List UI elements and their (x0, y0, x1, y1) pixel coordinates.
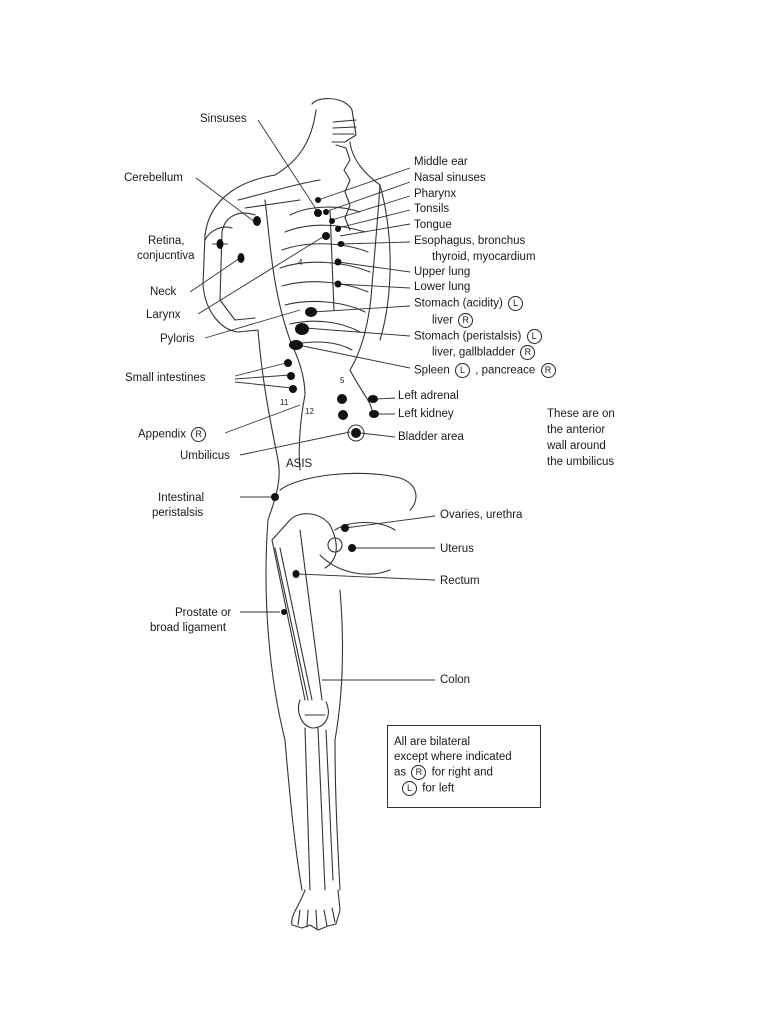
reflex-point-nasal (323, 209, 329, 215)
label-larynx: Larynx (146, 309, 181, 321)
side-note: These are on the anterior wall around th… (547, 406, 615, 470)
reflex-point-small-intestine-2 (287, 372, 295, 380)
reflex-point-middle-ear (315, 197, 321, 203)
legend-line-3: as R for right and (394, 765, 493, 780)
label-uterus: Uterus (440, 543, 474, 555)
right-marker: R (191, 427, 207, 442)
label-liver: liver R (432, 313, 475, 328)
legend-box: All are bilateral except where indicated… (387, 725, 541, 808)
rib-number-12: 12 (305, 407, 314, 416)
reflex-point-ovaries (341, 524, 349, 532)
label-intestinal: Intestinal (158, 492, 205, 504)
label-thyroid: thyroid, myocardium (432, 251, 536, 263)
reflex-point-tonsils (335, 226, 341, 232)
label-spleen-pancreace: Spleen L , pancreace R (414, 363, 558, 378)
label-rectum: Rectum (440, 575, 480, 587)
reflex-point-cerebellum (253, 216, 261, 226)
legend-line-4: L for left (394, 780, 534, 797)
label-esophagus: Esophagus, bronchus (414, 235, 526, 247)
reflex-point-sinuses (314, 209, 322, 217)
reflex-point-prostate (281, 609, 287, 615)
reflex-point-upper-lung (334, 258, 342, 266)
reflex-point-neck (237, 253, 245, 263)
reflex-point-group (216, 197, 379, 615)
right-marker: R (411, 765, 427, 780)
label-stomach-peristalsis: Stomach (peristalsis) L (414, 329, 544, 344)
label-umbilicus: Umbilicus (180, 450, 230, 462)
label-small-intestines: Small intestines (125, 372, 206, 384)
label-nasal-sinuses: Nasal sinuses (414, 172, 486, 184)
reflex-point-kidney-left (338, 410, 348, 420)
label-broad-ligament: broad ligament (150, 622, 227, 634)
label-left-adrenal: Left adrenal (398, 390, 459, 402)
reflex-point-uterus (348, 544, 356, 552)
reflex-point-larynx (322, 232, 330, 240)
reflex-point-stomach-acidity (305, 307, 317, 317)
side-note-line: wall around (547, 440, 606, 452)
right-marker: R (520, 345, 536, 360)
reflex-point-small-intestine-3 (289, 385, 297, 393)
label-left-kidney: Left kidney (398, 408, 454, 420)
label-ovaries: Ovaries, urethra (440, 509, 523, 521)
side-note-line: the umbilicus (547, 456, 615, 468)
label-pharynx: Pharynx (414, 188, 457, 200)
legend-line-2: except where indicated (394, 751, 512, 763)
side-note-line: the anterior (547, 424, 606, 436)
rib-number-4: 4 (298, 258, 303, 267)
label-cerebellum: Cerebellum (124, 172, 183, 184)
reflex-point-lower-lung (334, 280, 342, 288)
label-bladder-area: Bladder area (398, 431, 464, 443)
reflex-point-rectum (292, 570, 300, 578)
label-colon: Colon (440, 674, 471, 686)
label-tongue: Tongue (414, 219, 452, 231)
label-middle-ear: Middle ear (414, 156, 468, 168)
label-neck: Neck (150, 286, 177, 298)
left-marker: L (508, 296, 524, 311)
reflex-point-intestinal (271, 493, 279, 501)
right-marker: R (458, 313, 474, 328)
reflex-point-stomach-peristalsis (295, 323, 309, 335)
reflex-point-adrenal-left (337, 394, 347, 404)
label-peristalsis: peristalsis (152, 507, 204, 519)
legend-line-1: All are bilateral (394, 736, 471, 748)
label-stomach-acidity: Stomach (acidity) L (414, 296, 525, 311)
umbilicus-ring (347, 424, 365, 442)
left-marker: L (526, 329, 542, 344)
label-appendix: Appendix R (138, 427, 208, 442)
left-marker: L (402, 780, 417, 796)
label-tonsils: Tonsils (414, 203, 450, 215)
reflex-point-pharynx (329, 218, 335, 224)
reflex-point-retina (216, 239, 224, 249)
label-upper-lung: Upper lung (414, 266, 471, 278)
label-asis: ASIS (286, 458, 313, 470)
reflex-point-spleen (289, 340, 303, 350)
label-liver-gallbladder: liver, gallbladder R (432, 345, 537, 360)
reflex-point-adrenal-right (368, 395, 378, 403)
reflex-point-small-intestine-1 (284, 359, 292, 367)
reflex-point-kidney-right (369, 410, 379, 418)
label-sinuses: Sinsuses (200, 113, 247, 125)
rib-number-11: 11 (280, 398, 289, 407)
label-pyloris: Pyloris (160, 333, 195, 345)
label-lower-lung: Lower lung (414, 281, 471, 293)
rib-number-5: 5 (340, 376, 345, 385)
label-conjunctiva: conjucntiva (137, 250, 195, 262)
right-marker: R (540, 363, 556, 378)
left-marker: L (455, 363, 471, 378)
reflex-point-bladder (351, 428, 361, 438)
label-retina: Retina, (148, 235, 185, 247)
side-note-line: These are on (547, 408, 615, 420)
label-prostate: Prostate or (175, 607, 232, 619)
reflex-point-esophagus (337, 241, 345, 247)
